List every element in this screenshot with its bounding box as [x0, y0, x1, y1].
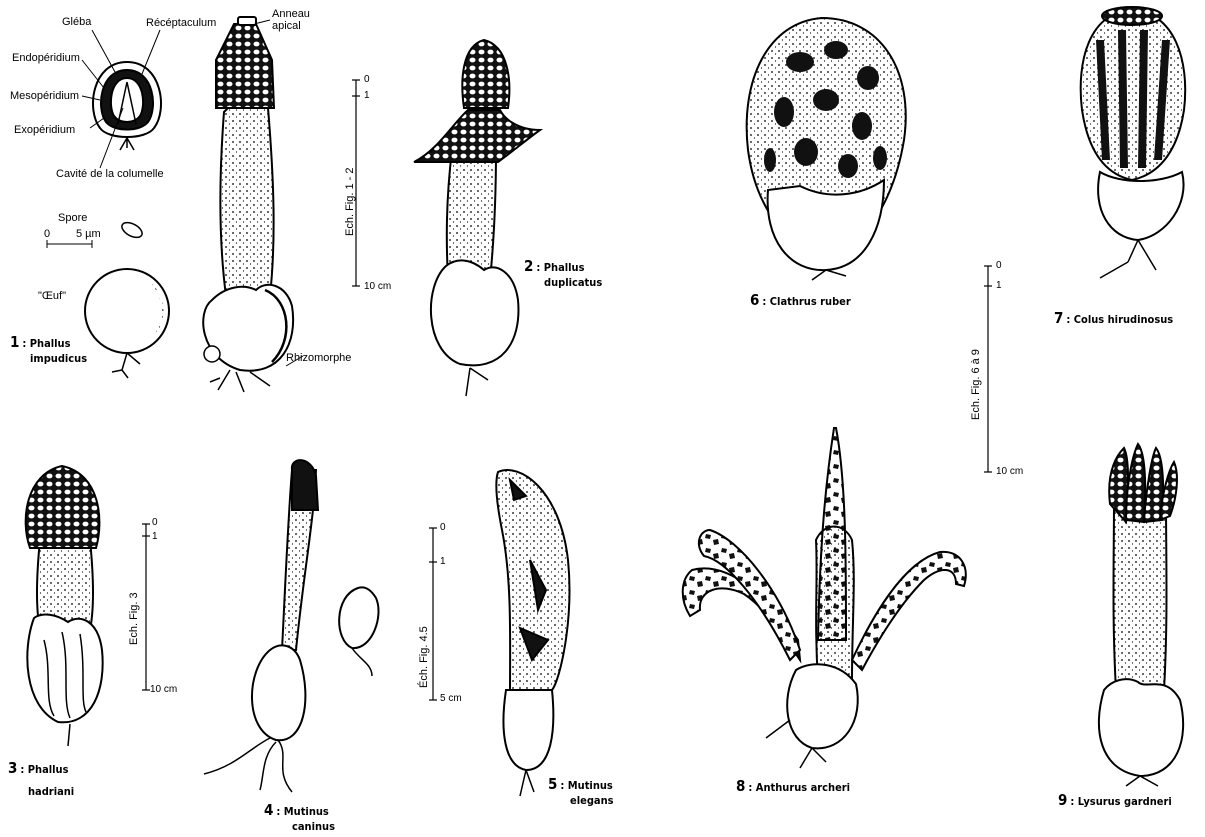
caption-fig6-number: 6 — [750, 291, 759, 309]
fig7-colus-hirudinosus — [1081, 7, 1186, 278]
scale-fig4-5-tick-0: 0 — [440, 522, 446, 533]
scale-fig6-9-title: Ech. Fig. 6 à 9 — [970, 349, 982, 420]
scale-fig3-bar — [142, 524, 150, 690]
caption-fig9-name: Lysurus gardneri — [1078, 795, 1172, 808]
label-exoperidium: Exopéridium — [14, 124, 75, 136]
label-receptaculum: Récéptaculum — [146, 17, 216, 29]
caption-fig9: 9: Lysurus gardneri — [1058, 790, 1172, 810]
fig1-egg-section — [93, 62, 161, 150]
fig2-phallus-duplicatus — [414, 40, 540, 396]
fig1-egg — [85, 269, 169, 378]
scale-fig6-9-tick-10: 10 cm — [996, 466, 1023, 477]
fig6-clathrus-ruber — [747, 18, 906, 280]
caption-fig3-number: 3 — [8, 759, 17, 777]
label-oeuf: "Œuf" — [38, 290, 66, 302]
caption-fig1-number: 1 — [10, 333, 19, 351]
caption-fig5: 5: Mutinus elegans — [548, 774, 614, 809]
caption-fig8: 8: Anthurus archeri — [736, 776, 850, 796]
caption-fig2-genus: Phallus — [544, 261, 585, 274]
label-gleba: Gléba — [62, 16, 91, 28]
caption-fig1: 1: Phallus impudicus — [10, 332, 87, 367]
caption-fig7: 7: Colus hirudinosus — [1054, 308, 1173, 328]
caption-fig5-number: 5 — [548, 775, 557, 793]
caption-fig4-species: caninus — [292, 820, 335, 833]
scale-fig6-9-tick-0: 0 — [996, 260, 1002, 271]
label-endoperidium: Endopéridium — [12, 52, 80, 64]
caption-fig3: 3: Phallus hadriani — [8, 758, 74, 807]
caption-fig2: 2: Phallus duplicatus — [524, 256, 602, 291]
fig4-mutinus-caninus — [204, 460, 379, 792]
caption-fig6: 6: Clathrus ruber — [750, 290, 851, 310]
spore-scale-bar — [47, 240, 92, 248]
caption-fig4-number: 4 — [264, 801, 273, 819]
scale-fig1-2-tick-1: 1 — [364, 90, 370, 101]
spore-drawing — [119, 220, 144, 241]
label-spore: Spore — [58, 212, 87, 224]
scale-fig3-title: Ech. Fig. 3 — [128, 592, 140, 645]
label-spore-scale-0: 0 — [44, 228, 50, 240]
caption-fig2-number: 2 — [524, 257, 533, 275]
caption-fig4-genus: Mutinus — [284, 805, 329, 818]
label-anneau-apical: Anneau apical — [272, 8, 330, 32]
caption-fig5-genus: Mutinus — [568, 779, 613, 792]
scale-fig1-2-title: Ech. Fig. 1 - 2 — [344, 168, 356, 236]
caption-fig5-species: elegans — [570, 794, 614, 807]
fig5-mutinus-elegans — [496, 470, 569, 796]
label-mesoperidium: Mesopéridium — [10, 90, 79, 102]
caption-fig7-name: Colus hirudinosus — [1074, 313, 1173, 326]
caption-fig8-name: Anthurus archeri — [756, 781, 850, 794]
scale-fig4-5-tick-5: 5 cm — [440, 693, 462, 704]
caption-fig9-number: 9 — [1058, 791, 1067, 809]
scale-fig3-tick-10: 10 cm — [150, 684, 177, 695]
caption-fig1-genus: Phallus — [30, 337, 71, 350]
label-cavite-columelle: Cavité de la columelle — [56, 168, 164, 180]
scale-fig1-2-tick-0: 0 — [364, 74, 370, 85]
scale-fig4-5-title: Éch. Fig. 4.5 — [418, 626, 430, 688]
caption-fig6-name: Clathrus ruber — [770, 295, 851, 308]
fig9-lysurus-gardneri — [1099, 444, 1183, 786]
scale-fig6-9-tick-1: 1 — [996, 280, 1002, 291]
caption-fig3-genus: Phallus — [28, 763, 69, 776]
fig3-phallus-hadriani — [26, 466, 103, 746]
caption-fig2-species: duplicatus — [544, 276, 602, 289]
label-spore-scale-5: 5 µm — [76, 228, 101, 240]
scale-fig3-tick-0: 0 — [152, 517, 158, 528]
caption-fig4: 4: Mutinus caninus — [264, 800, 335, 835]
caption-fig3-species: hadriani — [28, 785, 74, 798]
caption-fig7-number: 7 — [1054, 309, 1063, 327]
caption-fig8-number: 8 — [736, 777, 745, 795]
fig1-phallus-impudicus — [203, 17, 293, 392]
fig8-anthurus-archeri — [683, 428, 966, 768]
scale-fig6-9-bar — [984, 266, 992, 472]
label-rhizomorphe: Rhizomorphe — [286, 352, 351, 364]
scale-fig3-tick-1: 1 — [152, 531, 158, 542]
caption-fig1-species: impudicus — [30, 352, 87, 365]
scale-fig4-5-bar — [429, 528, 437, 700]
scale-fig1-2-tick-10: 10 cm — [364, 281, 391, 292]
scale-fig4-5-tick-1: 1 — [440, 556, 446, 567]
